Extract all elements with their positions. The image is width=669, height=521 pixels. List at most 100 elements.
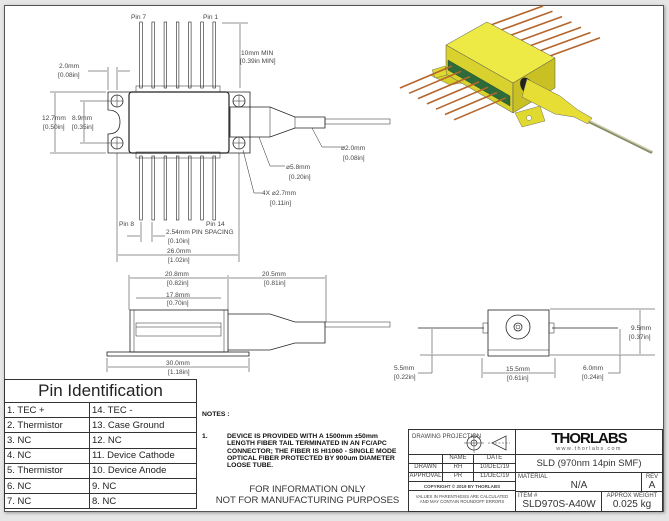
name-header: NAME [442,455,474,464]
pin-table-row: 1. TEC +14. TEC - [4,401,197,419]
disclaimer-line-2: NOT FOR MANUFACTURING PURPOSES [215,495,400,506]
rev-label: REV [642,473,662,492]
approval-name: PR [442,473,474,482]
rev-value: A [648,480,656,491]
top-view: 10mm MIN [0.39in MIN] 2.0mm [0.08in] 12.… [42,14,391,264]
pin-header-top [135,85,221,93]
pin [151,155,155,221]
isometric-view [399,5,653,154]
dim-boot-dia: ⌀5.8mm [286,164,311,171]
item-number: SLD970S-A40W [522,499,596,510]
end-fiber-port [505,314,531,340]
iso-pin [525,26,582,48]
end-body [487,309,550,357]
pin-table-cell: 7. NC [4,493,90,510]
pin [176,155,180,221]
side-base [106,351,250,357]
pin-table-cell: 3. NC [4,432,90,449]
dim-pin-length: 10mm MIN [241,50,273,57]
pin [200,155,204,221]
pin-table-cell: 13. Case Ground [89,417,197,434]
side-fiber [324,321,391,328]
weight-value: 0.025 kg [612,499,652,510]
pin-table-cell: 10. Device Anode [89,462,197,479]
weight-label: APPROX WEIGHT [606,493,658,499]
iso-pin [506,15,563,38]
iso-fiber [588,120,653,154]
pin-table-cell: 4. NC [4,447,90,464]
iso-pin [408,70,462,95]
mount-flange [107,91,251,154]
iso-pin [487,5,544,27]
iso-pin [399,65,453,89]
dim-pin-spacing: 2.54mm PIN SPACING [166,229,234,236]
drawn-date: 10/DEC/19 [474,464,516,473]
dim-boot-length: 20.5mm [262,271,286,278]
dim-base-width: 30.0mm [166,360,190,367]
side-view: 20.8mm [0.82in] 20.5mm [0.81in] 17.8mm [… [106,271,391,376]
dim-hole-dia-in: [0.11in] [270,200,291,207]
drawn-label: DRAWN [409,464,442,473]
package-body [128,91,230,154]
mount-hole [110,94,124,108]
dim-pin-row: 17.8mm [166,292,190,299]
thorlabs-logo: THORLABS [551,430,627,447]
note-number: 1. [202,433,208,440]
dim-width: 26.0mm [167,248,191,255]
projection-label: DRAWING PROJECTION [409,430,516,455]
top-pins-lower [139,155,216,221]
material-value: N/A [570,480,588,491]
notes-heading: NOTES : [202,411,230,418]
pin-table-cell: 6. NC [4,477,90,495]
dim-tab: 2.0mm [59,63,80,70]
iso-pin [417,75,471,100]
iso-pins-back [487,5,601,59]
mount-hole [110,136,124,150]
dim-height-inner: 8.9mm [72,115,93,122]
dim-boot-length-in: [0.81in] [264,280,286,287]
pin-header-bottom [135,151,221,159]
fiber-tube [324,118,391,125]
pin [200,21,204,89]
dim-height-outer: 12.7mm [42,115,66,122]
dim-end-width: 15.5mm [506,366,530,373]
pcb-strip [447,59,511,107]
dim-tab-in: [0.08in] [58,72,80,79]
dim-fiber-dia: ⌀2.0mm [341,145,366,152]
dim-body-width-in: [0.82in] [167,280,189,287]
pin [139,155,143,221]
pin [151,21,155,89]
dim-pin-row-in: [0.70in] [167,300,189,307]
note-text: DEVICE IS PROVIDED WITH A 1500mm ±50mm L… [227,433,397,470]
values-note: VALUES IN PARENTHESIS ARE CALCULATED AND… [409,491,516,511]
dim-height-inner-in: [0.35in] [72,124,94,131]
item-label: ITEM # [516,492,602,511]
end-view: 9.5mm [0.37in] 5.5mm [0.22in] 6.0mm [0.2… [394,308,655,382]
pin [163,21,168,89]
approval-date: 11/DEC/19 [474,473,516,482]
label-pin8: Pin 8 [119,221,134,228]
pin-table-cell: 8. NC [89,493,197,510]
dim-pin-spacing-in: [0.10in] [168,238,190,245]
label-pin14: Pin 14 [206,221,225,228]
title-block: DRAWING PROJECTION NAME DATE DRAWN RH 10… [408,429,663,512]
dim-end-height: 9.5mm [631,325,652,332]
dim-height-outer-in: [0.50in] [43,124,65,131]
pin-table-cell: 5. Thermistor [4,462,90,479]
pin-table-cell: 12. NC [89,432,197,449]
dim-end-height-in: [0.37in] [629,334,651,341]
pin-table-cell: 14. TEC - [89,401,197,419]
dim-body-width: 20.8mm [165,271,189,278]
pin-table-cell: 9. NC [89,477,197,495]
top-pins-upper [139,21,216,89]
dim-left-pin-in: [0.22in] [394,374,416,381]
iso-pin [535,31,591,54]
dim-hole-dia: 4X ⌀2.7mm [262,190,297,197]
pin-table-cell: 2. Thermistor [4,417,90,434]
pin [188,21,192,89]
